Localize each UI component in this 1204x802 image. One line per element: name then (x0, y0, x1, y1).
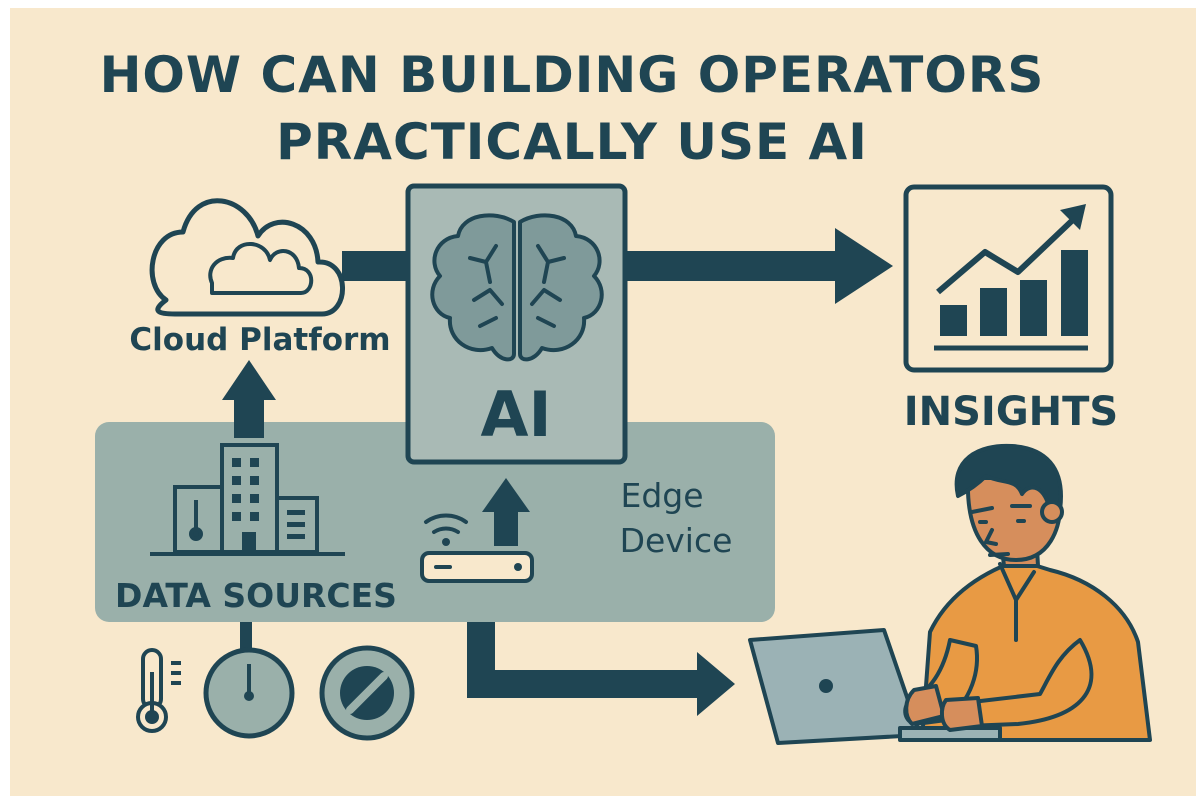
ai-label: AI (480, 378, 551, 451)
building-icon (150, 443, 345, 556)
title-line-2: PRACTICALLY USE AI (276, 113, 868, 171)
arrow-ai-insights (620, 228, 893, 304)
arrow-edge-to-laptop (467, 622, 735, 716)
arrow-data-to-cloud (222, 360, 276, 438)
edge-device-label-line1: Edge (620, 476, 703, 515)
brain-icon (430, 213, 604, 362)
growth-chart-icon (903, 184, 1114, 373)
router-icon (420, 478, 534, 583)
connector-data-sensors (240, 622, 252, 650)
edge-panel (95, 422, 775, 622)
connector-cloud-ai (342, 251, 414, 281)
cloud-platform-label: Cloud Platform (129, 322, 390, 358)
edge-device-label-line2: Device (620, 521, 733, 560)
person-with-laptop-icon (748, 443, 1152, 745)
valve-icon (319, 645, 415, 741)
data-sources-label: DATA SOURCES (115, 576, 397, 615)
cloud-icon (149, 198, 345, 317)
gauge-icon (203, 647, 295, 739)
insights-label: INSIGHTS (904, 389, 1118, 435)
title-line-1: HOW CAN BUILDING OPERATORS (100, 46, 1045, 104)
thermometer-icon (136, 648, 181, 733)
